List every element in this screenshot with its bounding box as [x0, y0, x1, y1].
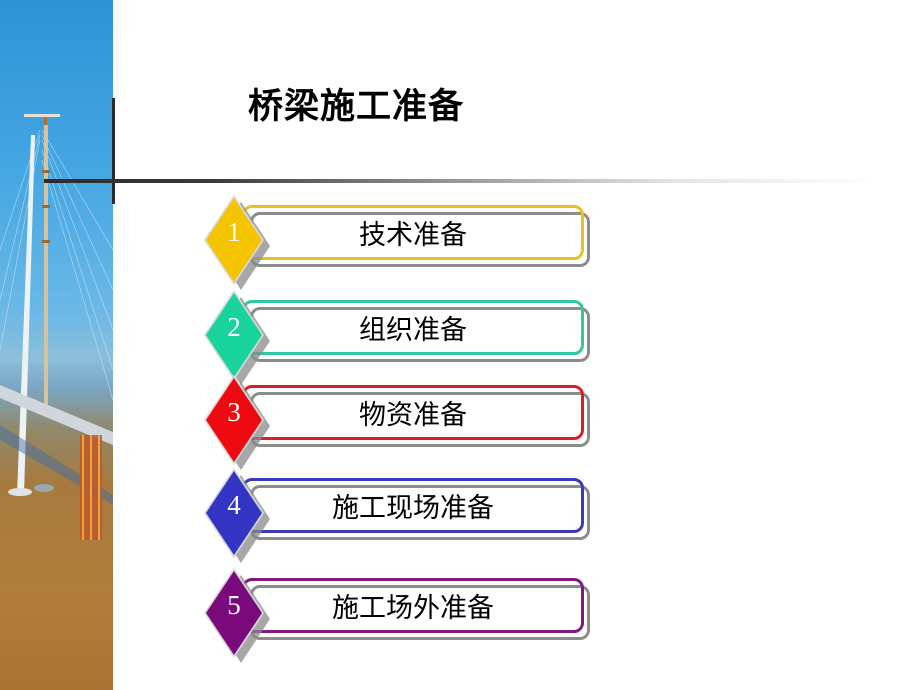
item-number: 4: [227, 490, 241, 520]
item-label: 技术准备: [359, 220, 467, 251]
label-box: 施工场外准备: [242, 578, 584, 633]
item-number: 5: [227, 590, 241, 620]
label-box: 技术准备: [242, 205, 584, 260]
item-label: 施工现场准备: [332, 493, 494, 524]
item-number: 1: [227, 217, 241, 247]
slide-title: 桥梁施工准备: [248, 87, 465, 127]
list-item-1: 技术准备 1: [204, 195, 596, 290]
title-vertical-rule: [112, 98, 115, 204]
list-item-2: 组织准备 2: [204, 290, 596, 385]
item-label: 施工场外准备: [332, 593, 494, 624]
bridge-illustration: [0, 114, 113, 540]
item-label: 物资准备: [359, 400, 467, 431]
label-box: 组织准备: [242, 300, 584, 355]
label-box: 物资准备: [242, 385, 584, 440]
item-number: 3: [227, 397, 241, 427]
item-number: 2: [227, 312, 241, 342]
item-label: 组织准备: [359, 315, 467, 346]
bridge-photo: [0, 0, 113, 690]
list-item-3: 物资准备 3: [204, 375, 596, 470]
title-horizontal-rule: [44, 179, 880, 183]
list-item-5: 施工场外准备 5: [204, 568, 596, 663]
label-box: 施工现场准备: [242, 478, 584, 533]
list-item-4: 施工现场准备 4: [204, 468, 596, 563]
